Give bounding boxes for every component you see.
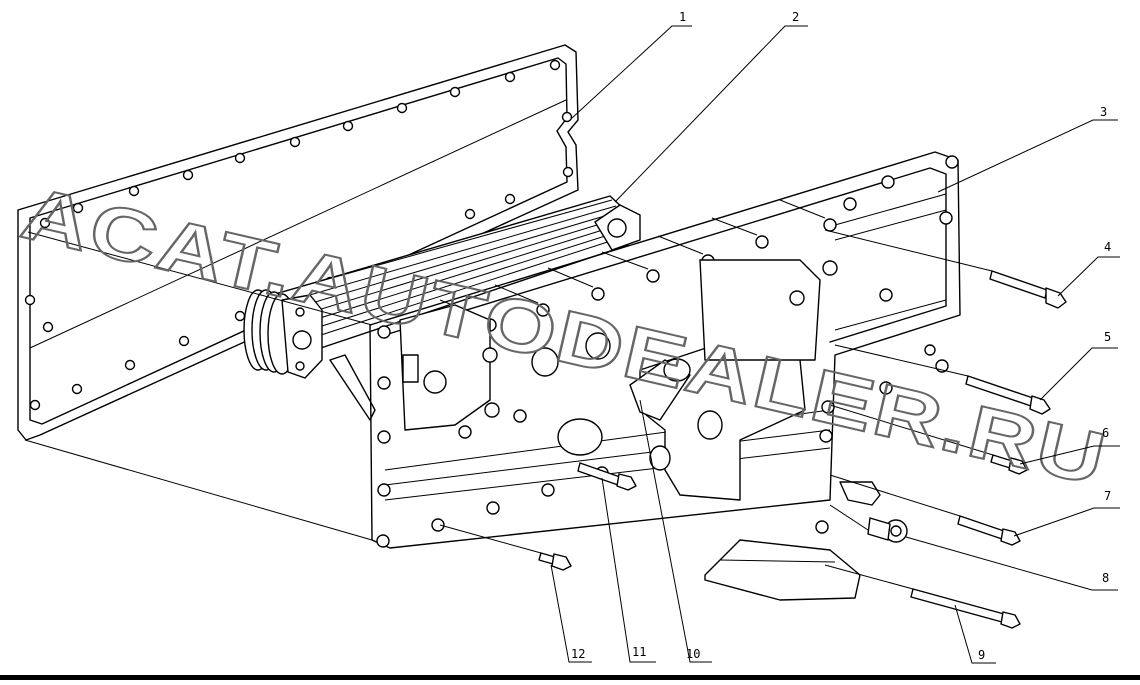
callout-9: 9	[954, 604, 996, 664]
callout-9-label: 9	[978, 648, 985, 662]
bolt-7	[957, 515, 1021, 546]
callout-12-label: 12	[571, 647, 585, 661]
bolt-4	[989, 270, 1067, 309]
callout-1: 1	[571, 10, 692, 119]
callout-7-label: 7	[1104, 489, 1111, 503]
callout-6-label: 6	[1102, 426, 1109, 440]
callout-5-label: 5	[1104, 330, 1111, 344]
callout-10: 10	[639, 399, 712, 663]
callout-12: 12	[550, 564, 592, 663]
bottom-border	[0, 675, 1140, 680]
callout-8: 8	[905, 536, 1118, 591]
callout-11: 11	[601, 477, 656, 663]
callout-4: 4	[1057, 240, 1120, 297]
callout-3-label: 3	[1100, 105, 1107, 119]
callout-3: 3	[937, 105, 1118, 193]
callout-6: 6	[1019, 426, 1120, 465]
bolt-5	[965, 375, 1051, 415]
callout-4-label: 4	[1104, 240, 1111, 254]
plug-8	[839, 481, 908, 543]
bolt-9	[910, 588, 1021, 629]
callout-5: 5	[1039, 330, 1118, 401]
bolt-6	[990, 454, 1028, 475]
gasket	[17, 44, 579, 441]
callout-10-label: 10	[686, 647, 700, 661]
bolt-12	[538, 552, 572, 571]
callout-1-label: 1	[679, 10, 686, 24]
bolt-11	[577, 462, 637, 491]
callout-2-label: 2	[792, 10, 799, 24]
projection-lines	[24, 229, 994, 590]
callout-8-label: 8	[1102, 571, 1109, 585]
callout-7: 7	[1013, 489, 1120, 537]
callout-11-label: 11	[632, 645, 646, 659]
callout-2: 2	[614, 10, 808, 203]
